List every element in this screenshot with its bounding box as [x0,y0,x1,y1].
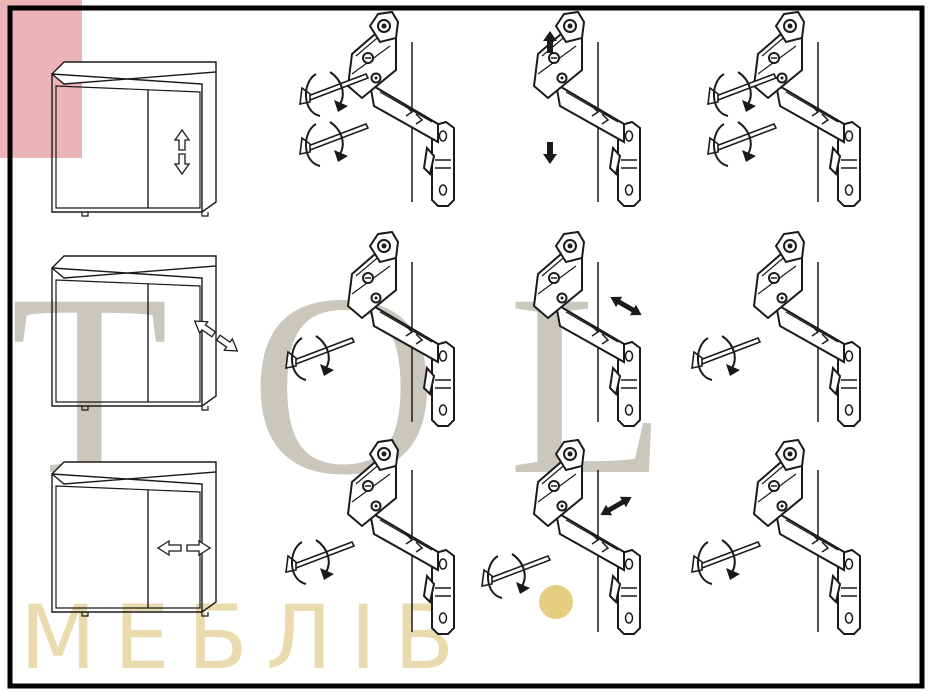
screwdriver-icon [707,121,777,167]
hinge-step-9 [753,439,861,635]
row-depth-adjustment [51,231,861,427]
screwdriver-icon [299,121,369,167]
sheet-border [7,5,925,689]
up-down-arrow-icon [174,129,190,175]
screwdriver-icon [691,539,761,585]
watermark-letter-2: О [250,241,438,529]
up-arrow-icon [543,31,557,53]
watermark-dot [539,585,573,619]
watermark-subtitle: МЕБЛІВ [20,586,472,689]
hinge-step-3 [753,11,861,207]
row-vertical-adjustment [51,11,861,217]
screwdriver-icon [691,335,761,381]
left-right-arrow-icon [157,540,211,556]
hinge-step-6 [753,231,861,427]
hinge-step-1 [347,11,455,207]
row-side-adjustment [51,439,861,635]
screwdriver-icon [285,539,355,585]
screwdriver-icon [481,553,551,599]
down-arrow-icon [543,142,557,164]
watermark-letter-3: L [508,241,667,529]
